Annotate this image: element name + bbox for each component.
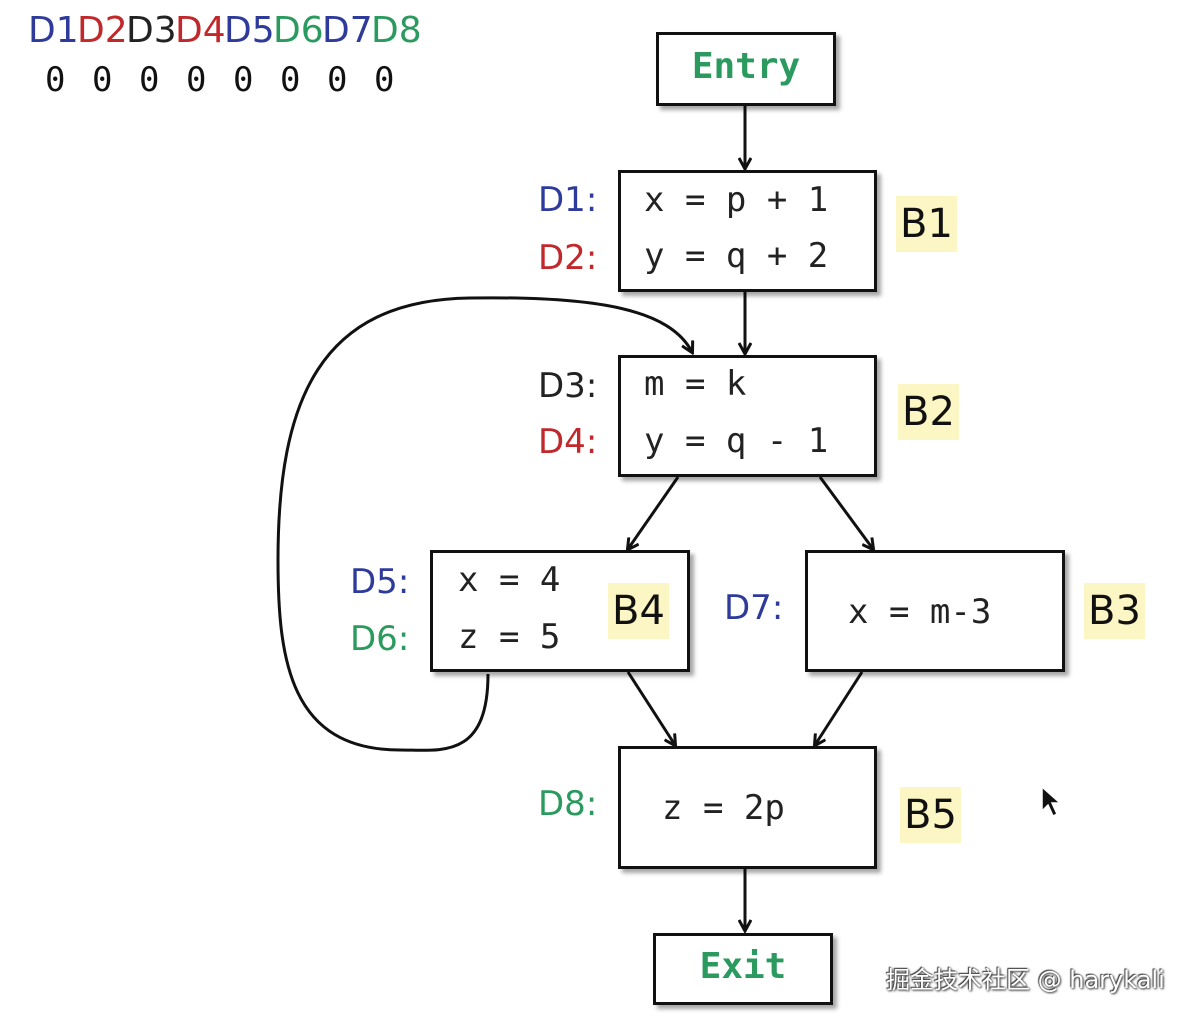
entry-node xyxy=(656,32,836,106)
edge-b2-b4 xyxy=(628,476,680,549)
b1-def-label-1: D1: xyxy=(538,180,598,220)
exit-label: Exit xyxy=(699,946,787,987)
b3-def-label-1: D7: xyxy=(724,588,784,628)
watermark: 掘金技术社区 @ harykali xyxy=(886,966,1165,994)
bit-3: 0 xyxy=(186,60,207,100)
def-header-d4: D4 xyxy=(175,10,226,51)
bit-0: 0 xyxy=(45,60,66,100)
edge-b4-b5 xyxy=(626,671,675,745)
def-header-d1: D1 xyxy=(28,10,79,51)
block-b1 xyxy=(618,170,877,292)
b4-def-label-2: D6: xyxy=(350,619,410,659)
block-b3 xyxy=(805,550,1065,672)
b4-stmt-2: z = 5 xyxy=(458,617,561,657)
bit-2: 0 xyxy=(139,60,160,100)
b5-stmt-1: z = 2p xyxy=(662,788,785,828)
edge-b3-b5 xyxy=(815,671,864,745)
b4-def-label-1: D5: xyxy=(350,562,410,602)
b2-def-label-1: D3: xyxy=(538,366,598,406)
b1-stmt-1: x = p + 1 xyxy=(644,180,829,220)
edge-b2-b3 xyxy=(818,476,873,549)
bit-5: 0 xyxy=(280,60,301,100)
bit-1: 0 xyxy=(92,60,113,100)
def-header-d7: D7 xyxy=(322,10,373,51)
def-header-d8: D8 xyxy=(371,10,422,51)
b2-stmt-1: m = k xyxy=(644,364,747,404)
def-header-d5: D5 xyxy=(224,10,275,51)
b1-name: B1 xyxy=(896,196,957,252)
block-b2 xyxy=(618,355,877,477)
bit-7: 0 xyxy=(374,60,395,100)
bit-6: 0 xyxy=(327,60,348,100)
b1-stmt-2: y = q + 2 xyxy=(644,236,829,276)
def-header-d3: D3 xyxy=(126,10,177,51)
exit-node xyxy=(653,933,833,1005)
def-header-d6: D6 xyxy=(273,10,324,51)
b3-name: B3 xyxy=(1084,583,1145,639)
b3-stmt-1: x = m-3 xyxy=(848,592,992,632)
edge-b4-b2-loop xyxy=(276,296,692,752)
block-b5 xyxy=(618,746,877,869)
b5-name: B5 xyxy=(900,787,961,843)
b2-stmt-2: y = q - 1 xyxy=(644,421,829,461)
b5-def-label-1: D8: xyxy=(538,784,598,824)
b4-stmt-1: x = 4 xyxy=(458,560,561,600)
b4-name: B4 xyxy=(608,583,669,639)
entry-label: Entry xyxy=(691,46,801,87)
def-header-d2: D2 xyxy=(77,10,128,51)
mouse-cursor-icon xyxy=(1041,785,1062,818)
bit-4: 0 xyxy=(233,60,254,100)
b2-def-label-2: D4: xyxy=(538,422,598,462)
b1-def-label-2: D2: xyxy=(538,238,598,278)
b2-name: B2 xyxy=(898,384,959,440)
